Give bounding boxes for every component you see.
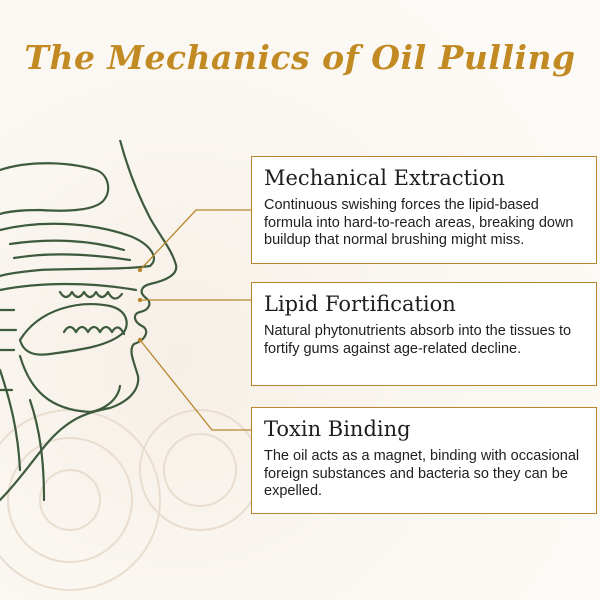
callout-body: Continuous swishing forces the lipid-bas… [264, 197, 574, 249]
nasal-cavity [0, 222, 155, 278]
jaw-throat [18, 354, 122, 414]
callout-toxin-binding: Toxin Binding The oil acts as a magnet, … [251, 407, 597, 514]
head-cross-section-illustration [0, 140, 260, 591]
face-profile [0, 140, 178, 502]
upper-teeth [58, 290, 124, 300]
lower-teeth [62, 325, 126, 336]
callout-mechanical-extraction: Mechanical Extraction Continuous swishin… [251, 156, 597, 264]
hard-palate [0, 282, 138, 292]
callout-body: The oil acts as a magnet, binding with o… [264, 448, 580, 500]
skull-outline [0, 162, 110, 216]
callout-heading: Lipid Fortification [264, 292, 456, 316]
callout-heading: Toxin Binding [264, 417, 411, 441]
page-title: The Mechanics of Oil Pulling [24, 38, 576, 77]
spine [0, 308, 18, 392]
callout-heading: Mechanical Extraction [264, 166, 505, 190]
callout-body: Natural phytonutrients absorb into the t… [264, 323, 572, 357]
callout-lipid-fortification: Lipid Fortification Natural phytonutrien… [251, 282, 597, 386]
